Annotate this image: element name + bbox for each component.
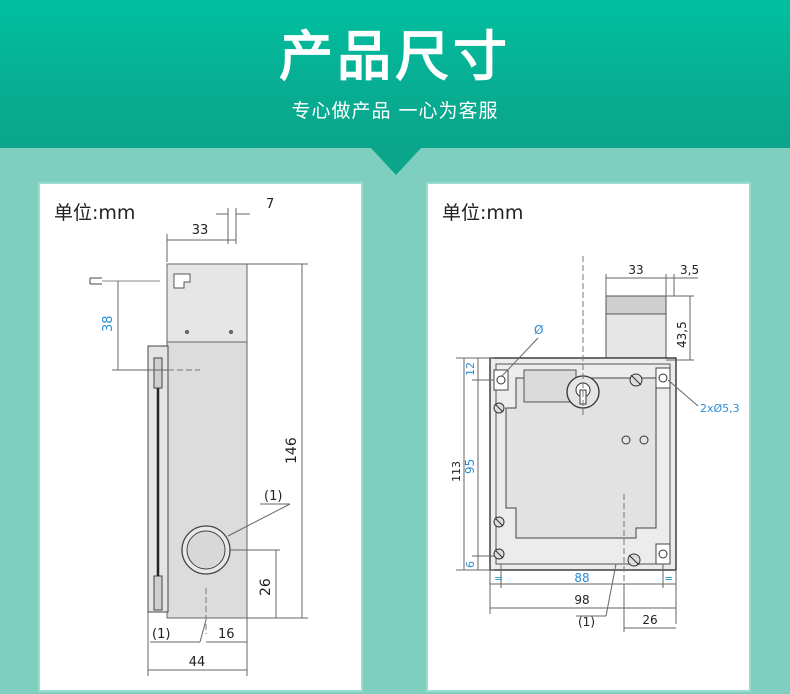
hole-note: 2xØ5,3 <box>700 402 740 415</box>
dim-phi: Ø <box>534 323 543 337</box>
equal-mark-right: = <box>664 572 673 585</box>
dim-88: 88 <box>574 571 589 585</box>
dim-16: 16 <box>218 627 235 642</box>
note-1-right: (1) <box>578 615 595 629</box>
mounting-holes <box>493 367 671 565</box>
dim-146: 146 <box>284 437 300 464</box>
left-drawing-panel: 单位:mm <box>38 182 363 692</box>
dim-38: 38 <box>101 315 116 332</box>
dim-33-right: 33 <box>628 263 643 277</box>
front-view-drawing: 33 3,5 Ø 43,5 12 2xØ5,3 113 95 6 = 88 = … <box>450 256 740 632</box>
left-unit-label: 单位:mm <box>54 202 136 224</box>
dim-95: 95 <box>463 459 477 474</box>
note-1-bottom: (1) <box>152 627 170 642</box>
side-view-drawing: 7 33 38 146 (1) 26 (1) 16 44 <box>89 197 308 676</box>
dim-26: 26 <box>258 578 274 596</box>
equal-mark-left: = <box>494 572 503 585</box>
switch-body-shape <box>166 341 248 619</box>
dim-43-5: 43,5 <box>675 321 689 348</box>
dim-7: 7 <box>266 197 274 212</box>
right-unit-label: 单位:mm <box>442 202 524 224</box>
header-notch <box>370 147 422 175</box>
dim-12: 12 <box>464 362 477 376</box>
dim-33: 33 <box>192 223 209 238</box>
dim-26-right: 26 <box>642 613 657 627</box>
right-drawing-panel: 单位:mm <box>426 182 751 692</box>
dim-6: 6 <box>464 561 477 568</box>
dim-44: 44 <box>189 655 206 670</box>
dim-98: 98 <box>574 593 589 607</box>
page-title: 产品尺寸 <box>279 25 511 88</box>
note-1-top: (1) <box>264 489 282 504</box>
page-subtitle: 专心做产品 一心为客服 <box>291 100 499 122</box>
dim-3-5: 3,5 <box>680 263 699 277</box>
dim-113: 113 <box>450 461 463 482</box>
header-banner: 产品尺寸 专心做产品 一心为客服 <box>0 0 790 148</box>
